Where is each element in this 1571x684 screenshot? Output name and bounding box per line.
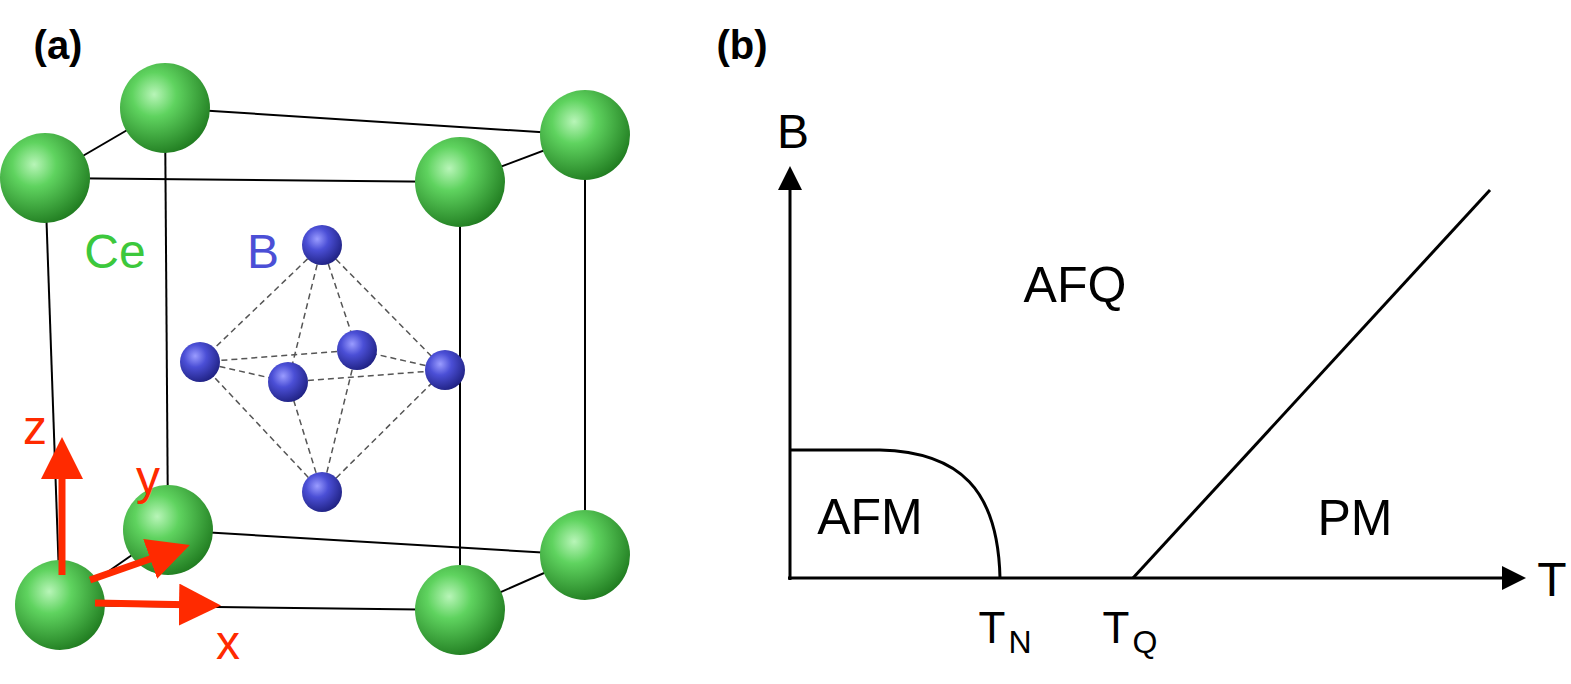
- cerium-atoms: [0, 63, 630, 655]
- cube-edges: [45, 108, 585, 610]
- phase-label: AFM: [817, 492, 923, 542]
- atom-label: B: [247, 228, 279, 276]
- coordinate-axes: [62, 458, 200, 605]
- boron-atoms: [180, 225, 465, 512]
- axis-label: B: [777, 108, 809, 156]
- phase-label: AFQ: [1024, 260, 1127, 310]
- panel-label: (a): [34, 25, 83, 65]
- tick-subscript: N: [1008, 626, 1031, 658]
- tick-subscript: Q: [1133, 626, 1158, 658]
- atom-label: Ce: [84, 228, 145, 276]
- axis-label: z: [23, 404, 47, 452]
- axis-label: y: [136, 454, 160, 502]
- panel-label: (b): [716, 25, 767, 65]
- axis-label: T: [1537, 556, 1566, 604]
- axis-label: x: [216, 619, 240, 667]
- phase-diagram: [788, 172, 1520, 580]
- tick-label: T: [1103, 606, 1130, 650]
- tick-label: T: [979, 606, 1006, 650]
- octahedron-bonds: [200, 245, 445, 492]
- phase-label: PM: [1318, 493, 1393, 543]
